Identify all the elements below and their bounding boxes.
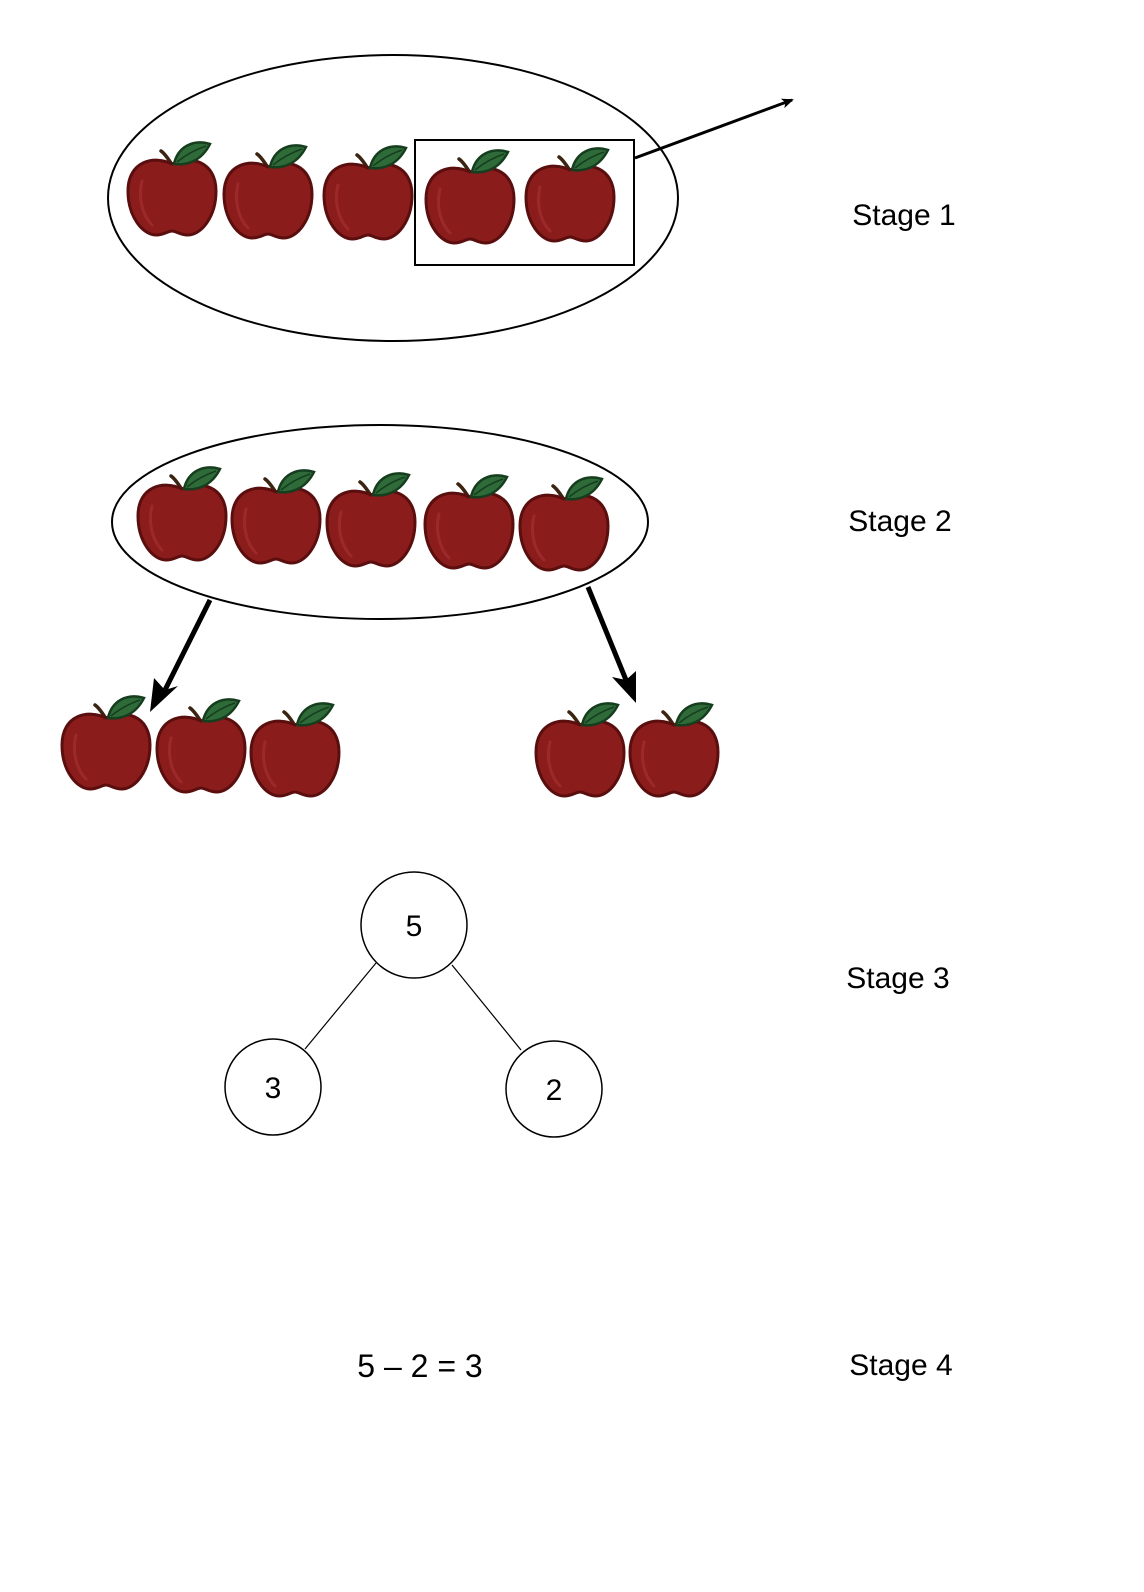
apple-icon (325, 471, 417, 568)
apple-icon (423, 473, 515, 570)
take-away-arrow-icon (634, 98, 794, 160)
apple-icon (136, 465, 228, 562)
tree-node-right-label: 2 (546, 1074, 563, 1107)
apple-icon (524, 146, 616, 243)
stage-1: Stage 1 (107, 54, 956, 342)
split-right-arrow-icon (585, 586, 636, 703)
apple-icon (322, 144, 414, 241)
tree-node-left (224, 1038, 322, 1136)
apple-icon (424, 148, 516, 245)
removed-apples-box (414, 139, 635, 266)
stage-2-group-ellipse (111, 424, 649, 620)
apple-icon (230, 468, 322, 565)
stage-2-label: Stage 2 (848, 505, 951, 538)
stage-2: Stage 2 (60, 424, 952, 798)
stage-1-group-ellipse (107, 54, 679, 342)
split-left-arrow-icon (150, 598, 213, 712)
stage-4-label: Stage 4 (849, 1349, 952, 1382)
tree-edge-left (304, 962, 377, 1050)
apple-icon (126, 140, 218, 237)
apple-icon (534, 701, 626, 798)
tree-node-right (505, 1040, 603, 1138)
apple-icon (155, 697, 247, 794)
tree-edge-right (451, 964, 522, 1051)
apple-icon (60, 694, 152, 791)
tree-node-left-label: 3 (265, 1072, 282, 1105)
apple-icon (518, 475, 610, 572)
apple-icon (222, 143, 314, 240)
apple-icon (249, 701, 341, 798)
apple-icon (628, 701, 720, 798)
tree-node-top (360, 871, 468, 979)
stage-4: 5 – 2 = 3 Stage 4 (357, 1348, 952, 1384)
stage-3: 5 3 2 Stage 3 (224, 871, 950, 1138)
right-apple-group (534, 701, 720, 798)
stage-3-label: Stage 3 (846, 962, 949, 995)
subtraction-equation: 5 – 2 = 3 (357, 1348, 482, 1384)
stage-1-label: Stage 1 (852, 199, 955, 232)
tree-node-top-label: 5 (406, 910, 423, 943)
left-apple-group (60, 694, 341, 798)
